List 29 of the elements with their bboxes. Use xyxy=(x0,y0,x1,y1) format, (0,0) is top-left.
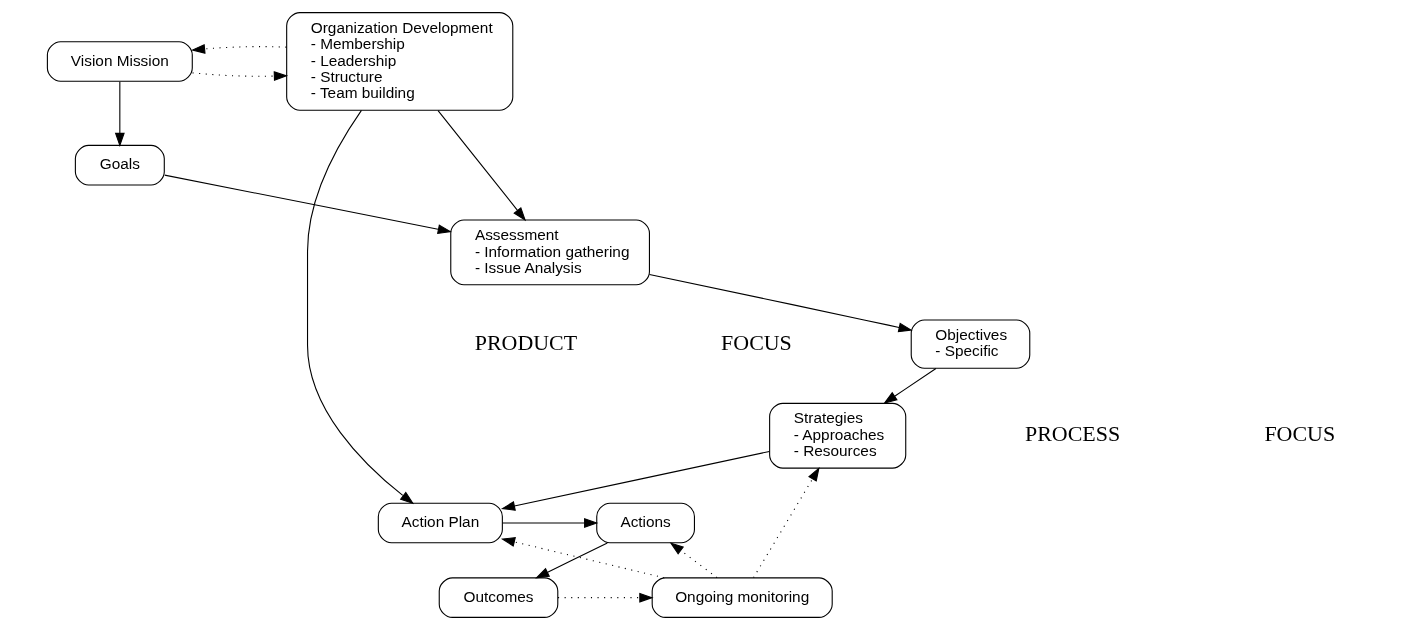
label: FOCUS xyxy=(1263,421,1335,447)
arrow xyxy=(163,174,452,235)
label: FOCUS xyxy=(720,329,792,355)
node-box: Vision Mission xyxy=(46,41,193,82)
node-box: Outcomes xyxy=(438,577,558,618)
arrow xyxy=(556,592,654,603)
label: PRODUCT xyxy=(474,329,577,355)
node-box: Strategies - Approaches - Resources xyxy=(768,402,906,469)
node-box: Objectives - Specific xyxy=(910,319,1030,369)
arrow xyxy=(500,450,770,511)
arrow xyxy=(534,542,608,579)
arrow xyxy=(190,43,287,54)
arrow xyxy=(669,542,718,579)
node-box: Actions xyxy=(595,502,695,544)
arrow xyxy=(191,71,288,82)
arrow xyxy=(500,537,665,579)
arrow xyxy=(306,109,414,505)
arrow xyxy=(501,518,598,528)
node-box: Organization Development - Membership - Leadership - Structure - Team building xyxy=(285,12,513,111)
node-box: Ongoing monitoring xyxy=(651,577,833,618)
node-box: Assessment - Information gathering - Issue Analysis xyxy=(449,219,650,286)
arrow xyxy=(114,81,125,148)
arrow xyxy=(648,273,913,333)
arrow xyxy=(437,110,526,222)
node-box: Action Plan xyxy=(377,502,503,544)
label: PROCESS xyxy=(1024,421,1120,447)
arrow xyxy=(882,367,936,404)
arrow xyxy=(752,466,820,579)
node-box: Goals xyxy=(74,144,165,186)
